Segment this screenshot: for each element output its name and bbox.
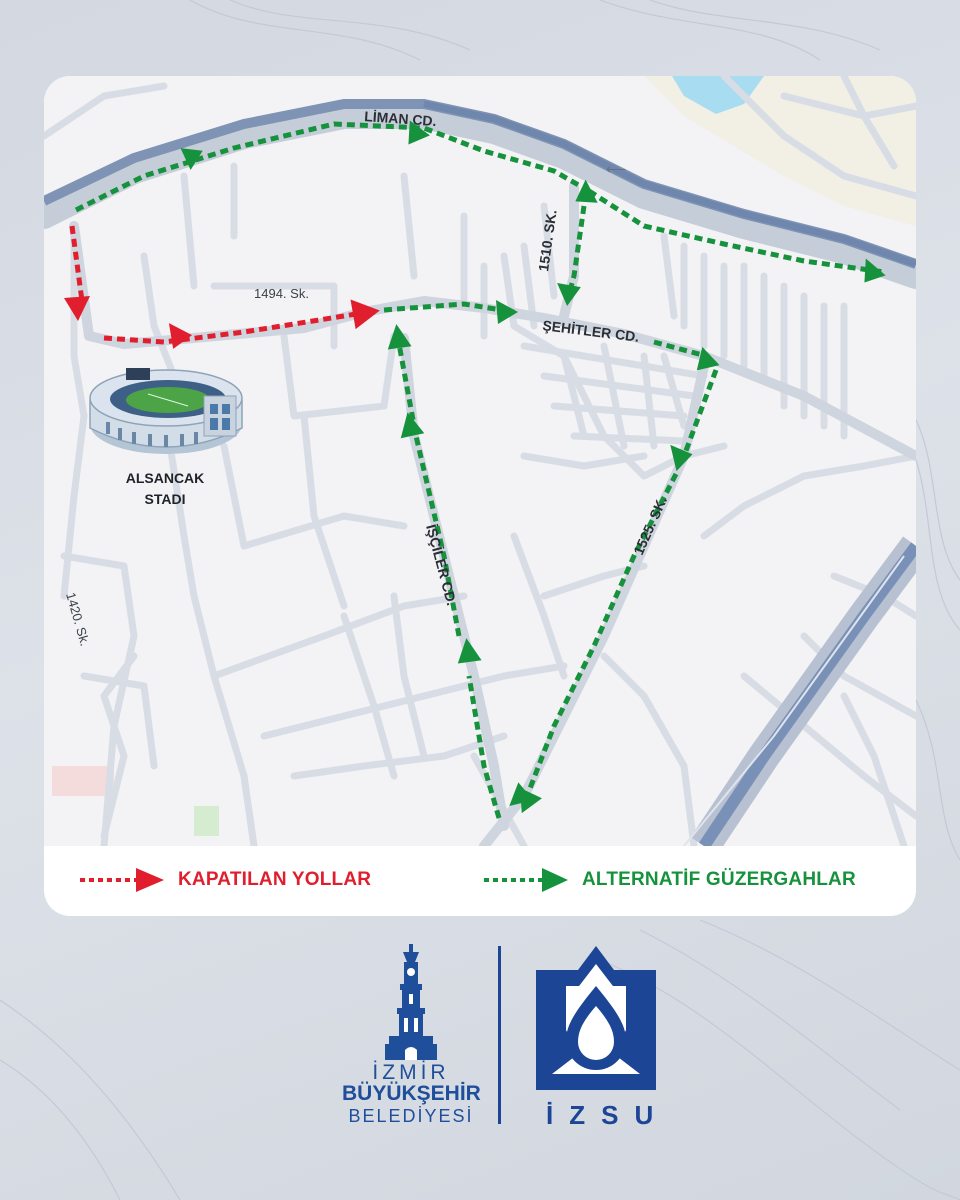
logo-divider: [498, 946, 501, 1124]
map-legend: KAPATILAN YOLLAR ALTERNATİF GÜZERGAHLAR: [44, 846, 916, 916]
legend-closed-roads: KAPATILAN YOLLAR: [78, 864, 371, 896]
label-liman: LİMAN CD.: [364, 108, 437, 129]
route-map[interactable]: ⟵: [44, 76, 916, 846]
liman-road: [44, 103, 916, 289]
water-drop-icon: [536, 946, 656, 1090]
ibb-name-line1: İZMİR: [372, 1061, 450, 1084]
closed-route-legend-arrow-icon: [80, 868, 164, 892]
legend-alternative-routes: ALTERNATİF GÜZERGAHLAR: [482, 864, 856, 896]
ibb-name-line3: BELEDİYESİ: [348, 1106, 474, 1126]
ibb-name-line2: BÜYÜKŞEHİR: [342, 1082, 481, 1105]
logo-bar: İZMİR BÜYÜKŞEHİR BELEDİYESİ İZSU: [0, 940, 960, 1130]
izmir-metropolitan-logo: İZMİR BÜYÜKŞEHİR BELEDİYESİ: [342, 944, 481, 1126]
legend-alternative-label: ALTERNATİF GÜZERGAHLAR: [582, 869, 856, 890]
izsu-logo: İZSU: [530, 944, 670, 1130]
closed-route-arrows: [64, 296, 380, 349]
clock-tower-icon: [385, 944, 437, 1060]
closed-routes: [69, 225, 357, 345]
map-card: ⟵: [44, 76, 916, 916]
izsu-name: İZSU: [546, 1100, 670, 1130]
svg-text:⟵: ⟵: [606, 161, 626, 177]
stadium-icon: [89, 368, 243, 454]
landmark-label-line2: STADI: [145, 491, 186, 507]
alternative-route-legend-arrow-icon: [484, 868, 568, 892]
legend-closed-label: KAPATILAN YOLLAR: [178, 869, 372, 890]
alternative-routes: [74, 121, 885, 819]
landmark-label-line1: ALSANCAK: [126, 470, 205, 486]
alternative-route-arrows: [180, 120, 886, 814]
label-1494: 1494. Sk.: [254, 286, 309, 301]
water-area: [672, 76, 764, 114]
